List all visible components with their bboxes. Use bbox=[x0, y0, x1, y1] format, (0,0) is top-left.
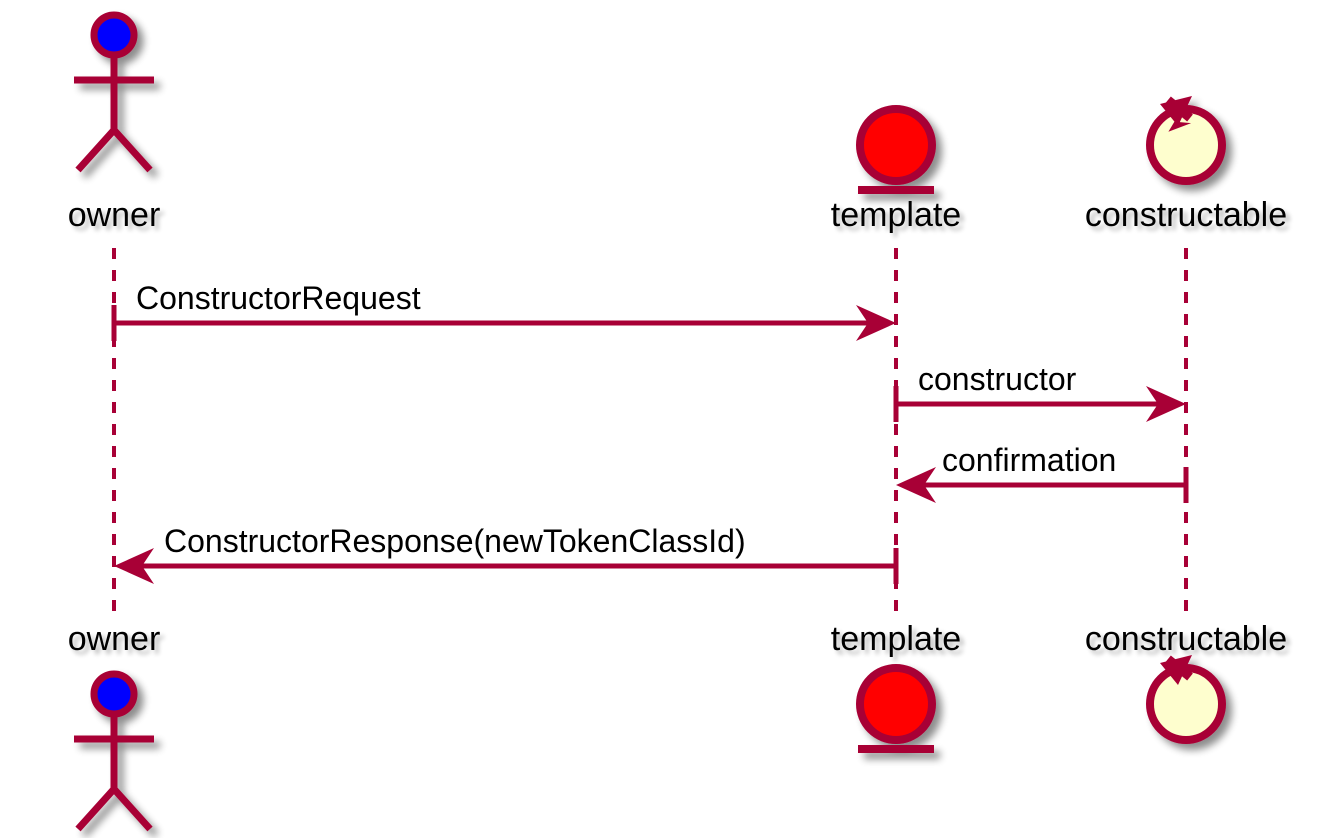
actor-icon-owner-top[interactable] bbox=[74, 11, 154, 173]
message-label-4: ConstructorResponse(newTokenClassId) bbox=[164, 523, 746, 559]
message-constructor-response[interactable]: ConstructorResponse(newTokenClassId) bbox=[114, 523, 899, 584]
entity-icon-template-bottom[interactable] bbox=[856, 664, 936, 753]
participant-labels-bottom: owner template constructable bbox=[68, 620, 1287, 658]
actor-icon-owner-bottom[interactable] bbox=[74, 670, 154, 832]
participant-label-owner-bottom: owner bbox=[68, 620, 161, 658]
message-arrowhead-1 bbox=[856, 305, 896, 341]
message-arrowhead-4 bbox=[114, 548, 154, 584]
message-constructor-request[interactable]: ConstructorRequest bbox=[111, 280, 896, 341]
message-arrowhead-3 bbox=[896, 467, 936, 503]
control-arrow-head-icon bbox=[1160, 655, 1192, 685]
participant-label-constructable-top: constructable bbox=[1085, 196, 1287, 234]
stick-figure-actor-legs-icon bbox=[75, 127, 153, 173]
message-constructor[interactable]: constructor bbox=[893, 361, 1186, 422]
participant-label-constructable-bottom: constructable bbox=[1085, 620, 1287, 658]
message-label-2: constructor bbox=[918, 361, 1077, 397]
message-confirmation[interactable]: confirmation bbox=[896, 442, 1189, 503]
message-label-3: confirmation bbox=[942, 442, 1116, 478]
stick-figure-actor-head-icon bbox=[90, 670, 138, 718]
participant-label-template-bottom: template bbox=[831, 620, 961, 658]
control-icon-constructable-top[interactable] bbox=[1146, 96, 1226, 185]
stick-figure-actor-head-icon bbox=[90, 11, 138, 59]
participant-labels-top: owner template constructable bbox=[68, 196, 1287, 234]
message-label-1: ConstructorRequest bbox=[136, 280, 421, 316]
message-arrowhead-2 bbox=[1146, 386, 1186, 422]
control-icon-constructable-bottom[interactable] bbox=[1146, 655, 1226, 744]
stick-figure-actor-legs-icon bbox=[75, 786, 153, 832]
participant-label-owner-top: owner bbox=[68, 196, 161, 234]
entity-circle-icon bbox=[856, 105, 936, 185]
entity-circle-icon bbox=[856, 664, 936, 744]
participant-label-template-top: template bbox=[831, 196, 961, 234]
control-arrow-head-icon bbox=[1160, 96, 1192, 126]
entity-icon-template-top[interactable] bbox=[856, 105, 936, 194]
